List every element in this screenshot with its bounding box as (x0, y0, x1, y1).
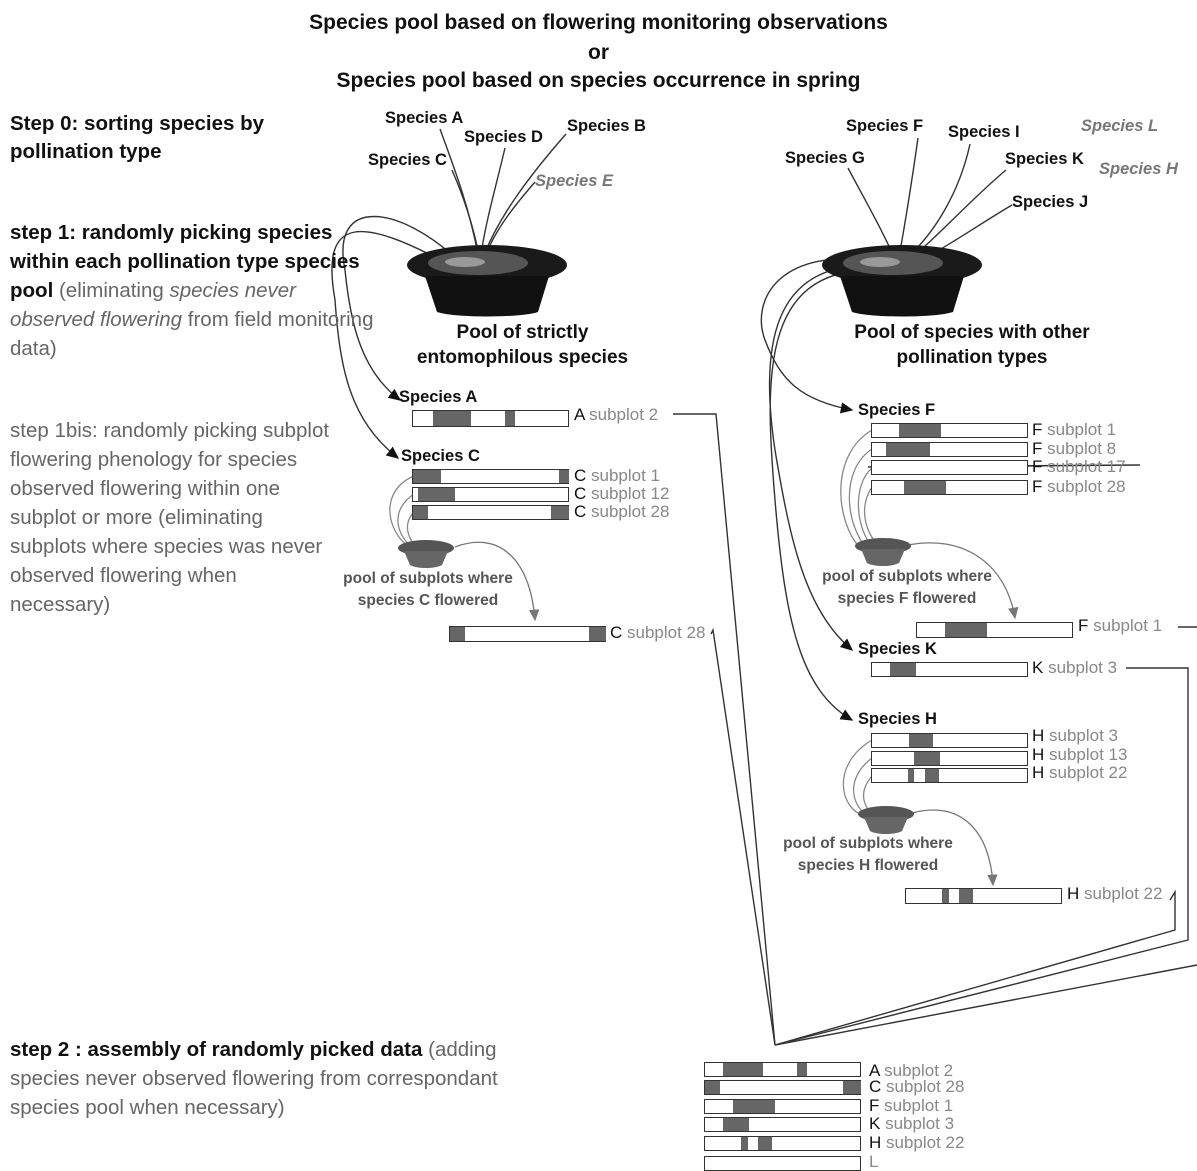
link-h22 (774, 889, 1176, 1046)
feed-line-i (901, 143, 971, 263)
phenology-bar-h22-selected (905, 888, 1062, 904)
pool-species-label: Species C (368, 151, 447, 169)
phenology-bar-f8 (871, 442, 1028, 457)
phenology-bar-h22 (871, 768, 1028, 783)
assembly-bar-h (704, 1136, 861, 1151)
pool-species-label: Species A (385, 109, 464, 127)
pick-arrow-h (769, 269, 873, 721)
pick-arrow-k (768, 265, 877, 651)
subplot-pot-c (398, 540, 454, 568)
subplot-arrow-f (907, 542, 1019, 620)
pool-species-label: Species G (785, 149, 865, 167)
picked-species-h: Species H (858, 710, 937, 728)
phenology-bar-h3 (871, 733, 1028, 748)
picked-species-c: Species C (401, 447, 480, 465)
picked-species-f: Species F (858, 401, 936, 419)
step-2-text: step 2 : assembly of randomly picked dat… (10, 1035, 570, 1122)
subplot-label-f1: F subplot 1 (1032, 420, 1117, 439)
step-1-bold: step 1: randomly picking species within … (10, 221, 360, 302)
link-right-edge (774, 964, 1197, 1046)
pick-arrow-c (331, 230, 456, 459)
step-2-bold: step 2 : assembly of randomly picked dat… (10, 1038, 423, 1061)
pool-species-label: Species D (464, 128, 543, 146)
assembly-bar-f (704, 1099, 861, 1114)
assembly-label-h: H subplot 22 (869, 1133, 965, 1152)
subplot-pot-f (855, 538, 911, 566)
assembly-label-a: A subplot 2 (869, 1061, 954, 1080)
subplot-arrow-h (911, 809, 998, 887)
pool-species-label: Species J (1012, 193, 1089, 211)
feed-line-b (483, 133, 567, 256)
subplot-label-c12: C subplot 12 (574, 484, 670, 503)
assembly-bar-a (704, 1062, 861, 1077)
subplot-pool-label-f: pool of subplots where species F flowere… (822, 568, 992, 607)
pool-label-entomophilous: Pool of strictly entomophilous species (416, 322, 629, 368)
feed-line-f (897, 137, 919, 263)
subplot-pool-label-h: pool of subplots where species H flowere… (783, 835, 953, 874)
link-k3 (774, 667, 1189, 1046)
subplot-label-a2: A subplot 2 (574, 405, 659, 424)
subplot-label-f28: F subplot 28 (1032, 477, 1126, 496)
step-1bis-text: step 1bis: randomly picking subplot flow… (10, 419, 330, 616)
pool-species-label: Species B (567, 117, 646, 135)
picked-species-k: Species K (858, 640, 937, 658)
subplot-pool-label-c: pool of subplots where species C flowere… (343, 570, 513, 609)
pot-entomophilous (407, 245, 567, 317)
phenology-bar-f28 (871, 480, 1028, 495)
step-1-italic: species never observed flowering (10, 279, 296, 331)
step-1-paren-close: from field monitoring data) (10, 308, 374, 360)
phenology-bar-f17 (871, 460, 1028, 475)
subplot-pot-h (858, 806, 914, 834)
subplot-label-c28-selected: C subplot 28 (610, 623, 706, 642)
pool-species-label-absent: Species L (1081, 117, 1159, 135)
step-0-text: Step 0: sorting species by pollination t… (10, 112, 265, 163)
pool-label-other: Pool of species with other pollination t… (854, 322, 1090, 368)
pool-species-label: Species F (846, 117, 924, 135)
link-a2 (673, 413, 776, 1046)
pick-arrow-a (342, 215, 461, 401)
picked-species-a: Species A (399, 388, 478, 406)
phenology-bar-k3 (871, 662, 1028, 677)
assembly-bar-c (704, 1080, 861, 1095)
subplot-label-h3: H subplot 3 (1032, 726, 1119, 745)
link-c28 (710, 627, 776, 1046)
subplot-label-f1-selected: F subplot 1 (1078, 616, 1163, 635)
phenology-bar-c28-selected (449, 626, 606, 642)
title-line-2: or (588, 41, 609, 64)
assembly-bar-k (704, 1117, 861, 1132)
pot-other (822, 245, 982, 317)
subplot-label-k3: K subplot 3 (1032, 658, 1118, 677)
phenology-bar-c1 (412, 469, 569, 484)
pool-species-label-absent: Species E (535, 172, 613, 190)
phenology-bar-c12 (412, 487, 569, 502)
phenology-bar-a2 (412, 410, 569, 427)
subplot-label-f8: F subplot 8 (1032, 439, 1117, 458)
pool-species-label: Species K (1005, 150, 1084, 168)
subplot-arrow-c (454, 541, 540, 622)
step-2-rest: (adding species never observed flowering… (10, 1038, 498, 1119)
step-1-text: step 1: randomly picking species within … (10, 218, 382, 363)
subplot-label-h22: H subplot 22 (1032, 763, 1128, 782)
pick-arrow-f (760, 258, 881, 414)
subplot-label-h13: H subplot 13 (1032, 745, 1128, 764)
title-line-3: Species pool based on species occurrence… (336, 69, 861, 92)
subplot-label-c1: C subplot 1 (574, 466, 661, 485)
feed-line-a (439, 128, 479, 256)
subplot-label-f17: F subplot 17 (1032, 457, 1126, 476)
assembly-label-k: K subplot 3 (869, 1114, 955, 1133)
assembly-label-l: L (869, 1152, 879, 1171)
pool-species-label: Species I (948, 123, 1020, 141)
assembly-label-c: C subplot 28 (869, 1077, 965, 1096)
title-line-1: Species pool based on flowering monitori… (309, 11, 888, 34)
pool-species-label-absent: Species H (1099, 160, 1178, 178)
assembly-label-f: F subplot 1 (869, 1096, 954, 1115)
step-1-paren-open: (eliminating (53, 279, 170, 302)
subplot-label-c28: C subplot 28 (574, 502, 670, 521)
phenology-bar-h13 (871, 751, 1028, 766)
subplot-label-h22-selected: H subplot 22 (1067, 884, 1163, 903)
phenology-bar-c28 (412, 505, 569, 520)
phenology-bar-f1-selected (916, 622, 1073, 638)
phenology-bar-f1 (871, 423, 1028, 438)
